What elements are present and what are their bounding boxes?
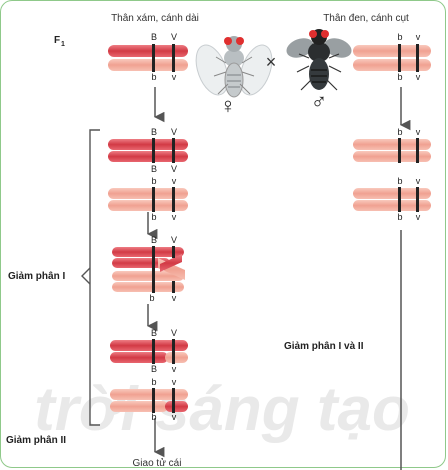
allele-label: b bbox=[151, 176, 156, 186]
recombinant-light-chromosome bbox=[110, 388, 188, 413]
allele-label: B bbox=[151, 364, 157, 374]
crossing-over-chromosomes bbox=[112, 246, 185, 293]
allele-label: V bbox=[171, 127, 177, 137]
allele-label: b bbox=[151, 212, 156, 222]
cross-symbol: × bbox=[266, 52, 277, 72]
generation-label: F 1 bbox=[54, 35, 65, 48]
male-meiosis-label: Giảm phân I và II bbox=[284, 341, 364, 352]
allele-label: v bbox=[172, 364, 177, 374]
allele-label: v bbox=[172, 212, 177, 222]
allele-label: V bbox=[171, 32, 177, 42]
allele-label: b bbox=[151, 72, 156, 82]
meiosis-bracket bbox=[89, 129, 100, 426]
allele-label: v bbox=[172, 412, 177, 422]
allele-label: v bbox=[416, 72, 421, 82]
duplicated-dark-chromosome bbox=[108, 138, 188, 163]
allele-label: b bbox=[397, 176, 402, 186]
allele-label: v bbox=[172, 293, 177, 303]
allele-label: b bbox=[397, 32, 402, 42]
male-duplicated-chromosome-2 bbox=[353, 187, 431, 212]
allele-label: b bbox=[151, 412, 156, 422]
male-duplicated-chromosome-1 bbox=[353, 138, 431, 163]
meiosis-2-label: Giảm phân II bbox=[6, 435, 66, 446]
allele-label: V bbox=[171, 328, 177, 338]
allele-label: B bbox=[151, 235, 157, 245]
allele-label: v bbox=[172, 72, 177, 82]
allele-label: v bbox=[416, 212, 421, 222]
allele-label: v bbox=[172, 377, 177, 387]
allele-label: B bbox=[151, 164, 157, 174]
male-phenotype-label: Thân đen, cánh cụt bbox=[323, 13, 409, 24]
male-fly-icon bbox=[286, 29, 352, 91]
generation-letter: F bbox=[54, 35, 60, 46]
duplicated-light-chromosome bbox=[108, 187, 188, 212]
allele-label: b bbox=[397, 212, 402, 222]
allele-label: v bbox=[416, 32, 421, 42]
f1-male-chromosome-pair bbox=[353, 44, 431, 72]
allele-label: b bbox=[151, 377, 156, 387]
allele-label: V bbox=[171, 235, 177, 245]
allele-label: b bbox=[149, 293, 154, 303]
allele-label: v bbox=[172, 176, 177, 186]
female-gamete-label: Giao tử cái bbox=[133, 457, 182, 469]
female-symbol: ♀ bbox=[220, 93, 237, 118]
meiosis-1-label: Giảm phân I bbox=[8, 271, 65, 282]
recombinant-dark-chromosome bbox=[110, 339, 188, 364]
generation-subscript: 1 bbox=[61, 41, 65, 48]
female-fly-icon bbox=[195, 36, 273, 98]
allele-label: B bbox=[151, 32, 157, 42]
allele-label: b bbox=[397, 72, 402, 82]
allele-label: v bbox=[416, 176, 421, 186]
allele-label: B bbox=[151, 127, 157, 137]
allele-label: B bbox=[151, 328, 157, 338]
allele-label: b bbox=[397, 127, 402, 137]
allele-label: V bbox=[171, 164, 177, 174]
allele-label: v bbox=[416, 127, 421, 137]
watermark-text: trời sáng tạo bbox=[34, 375, 410, 444]
male-symbol: ♂ bbox=[311, 89, 328, 114]
f1-female-chromosome-pair bbox=[108, 44, 188, 72]
female-phenotype-label: Thân xám, cánh dài bbox=[111, 13, 199, 24]
bracket-brace bbox=[81, 267, 91, 285]
